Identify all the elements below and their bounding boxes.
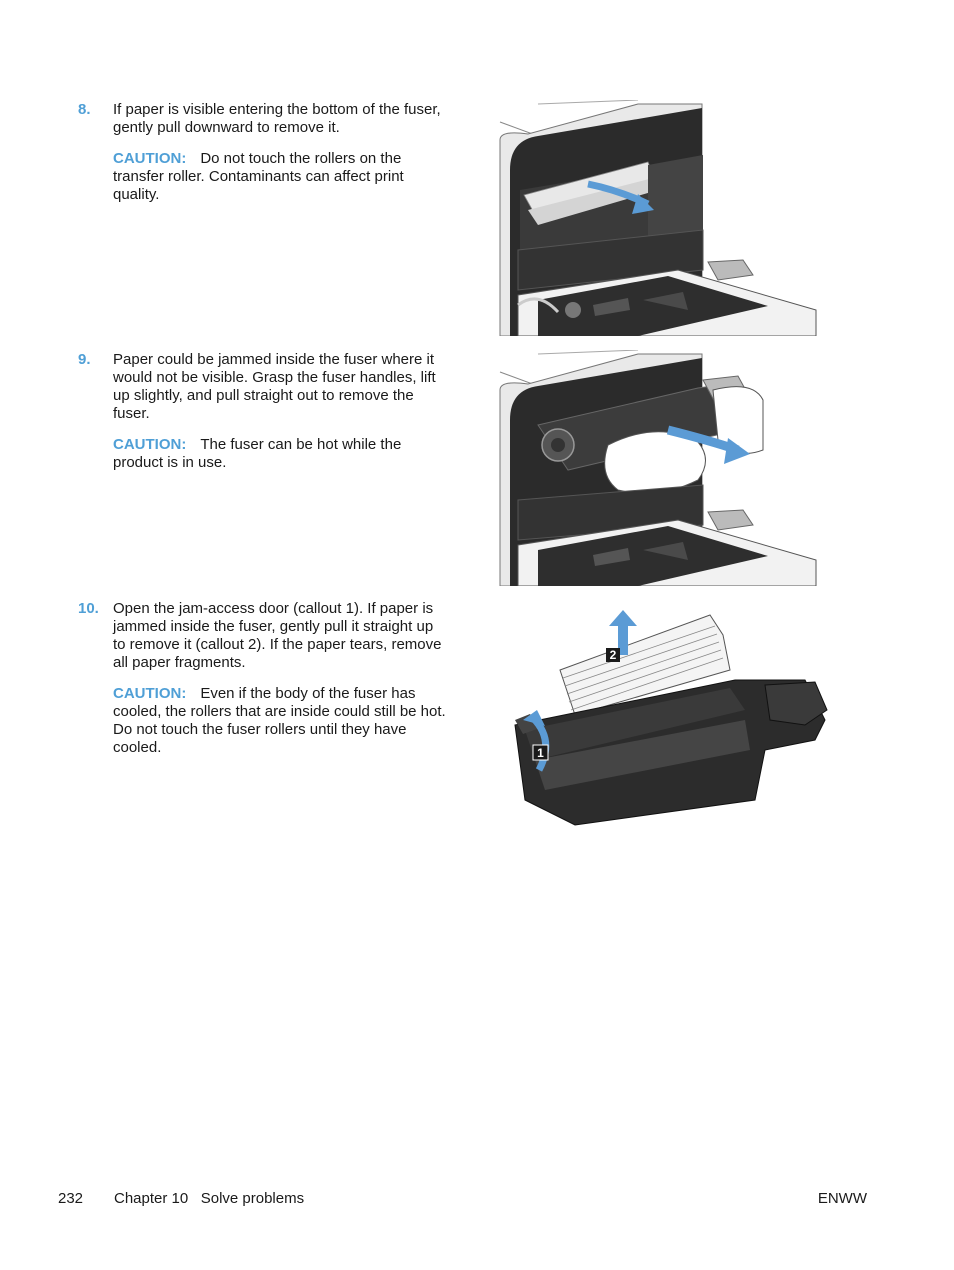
remove-fuser-illustration <box>498 350 820 586</box>
caution-note: CAUTION:The fuser can be hot while the p… <box>113 436 448 472</box>
caution-text: Do not touch the rollers on the transfer… <box>113 150 404 203</box>
callout-2: 2 <box>610 648 617 662</box>
step-text: Paper could be jammed inside the fuser w… <box>113 351 436 422</box>
page-number: 232 <box>58 1190 84 1207</box>
step-8: 8. If paper is visible entering the bott… <box>78 101 448 204</box>
callout-1: 1 <box>537 746 544 760</box>
caution-note: CAUTION:Even if the body of the fuser ha… <box>113 685 448 757</box>
step-10: 10. Open the jam-access door (callout 1)… <box>78 600 448 757</box>
caution-label: CAUTION: <box>113 685 187 702</box>
chapter-title: Chapter 10 Solve problems <box>114 1190 305 1207</box>
step-9: 9. Paper could be jammed inside the fuse… <box>78 351 448 472</box>
fuser-jam-door-illustration: 2 1 <box>505 610 835 830</box>
step-number: 8. <box>78 101 91 118</box>
caution-label: CAUTION: <box>113 436 187 453</box>
caution-text: The fuser can be hot while the product i… <box>113 436 402 471</box>
caution-label: CAUTION: <box>113 150 187 167</box>
caution-text: Even if the body of the fuser has cooled… <box>113 685 446 756</box>
step-number: 9. <box>78 351 91 368</box>
step-text: If paper is visible entering the bottom … <box>113 101 441 136</box>
footer-right-label: ENWW <box>817 1190 867 1207</box>
printer-fuser-paper-illustration <box>498 100 820 336</box>
step-number: 10. <box>78 600 99 617</box>
step-text: Open the jam-access door (callout 1). If… <box>113 600 442 671</box>
caution-note: CAUTION:Do not touch the rollers on the … <box>113 150 448 204</box>
